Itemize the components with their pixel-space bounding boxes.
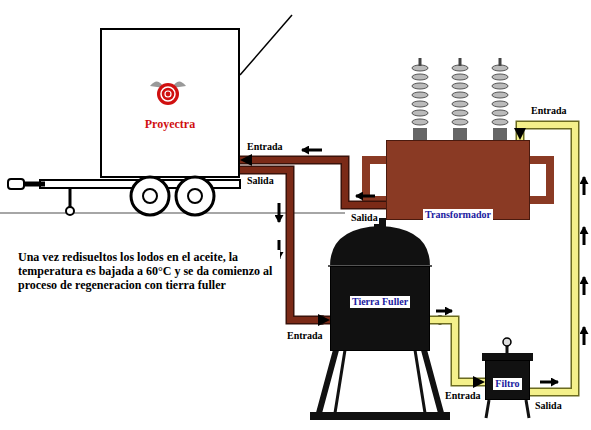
bushing-symbol <box>412 58 508 140</box>
trailer-box: Proyectra <box>100 28 240 178</box>
port-label: Salida <box>350 212 379 224</box>
trailer-door <box>240 15 292 75</box>
logo-symbol <box>150 81 186 105</box>
filter-vessel-drawing <box>482 338 533 418</box>
transformer-tank: Transformador <box>386 140 530 220</box>
node-label: Tierra Fuller <box>350 296 410 308</box>
port-label: Salida <box>246 175 275 187</box>
trailer-fill <box>100 28 240 178</box>
filter-vessel: Filtro <box>485 360 530 400</box>
pipe-connector <box>430 320 485 382</box>
pipe-group <box>430 320 485 382</box>
pipe-outline <box>430 320 485 382</box>
node-label: Transformador <box>423 209 493 221</box>
pipe-connector <box>240 170 330 320</box>
port-label: Entrada <box>286 330 324 342</box>
port-label: Salida <box>534 400 563 412</box>
node-label: Filtro <box>493 378 521 390</box>
pipe-outline <box>240 170 330 320</box>
trailer-chassis <box>8 177 240 215</box>
port-label: Entrada <box>246 141 284 153</box>
port-label: Entrada <box>444 390 482 402</box>
pipe-group <box>240 170 330 320</box>
node-label: Proyectra <box>143 117 197 131</box>
port-label: Entrada <box>530 105 568 117</box>
fuller-vessel-drawing <box>310 218 450 420</box>
fuller-vessel: Tierra Fuller <box>330 266 430 351</box>
note-text: Una vez redisueltos los lodos en el acei… <box>18 250 280 292</box>
